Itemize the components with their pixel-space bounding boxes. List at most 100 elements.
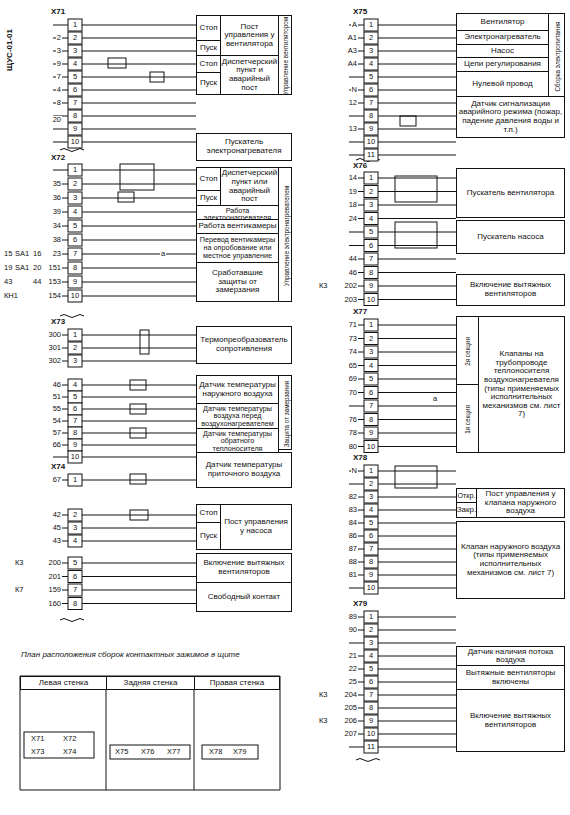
wire-number: 21 — [348, 652, 358, 660]
terminal-number: 3 — [368, 47, 374, 55]
terminal — [68, 262, 82, 274]
wire — [82, 603, 196, 604]
wire-number: 76 — [348, 416, 358, 424]
terminal-number: 6 — [72, 86, 78, 94]
terminal-number: 11 — [366, 151, 376, 159]
table-cell: Пост управления у насоса — [220, 504, 292, 550]
wire-number: 89 — [348, 613, 358, 621]
wire-number: 12 — [348, 99, 358, 107]
wire-number: 71 — [348, 321, 358, 329]
table-cell: Электронагреватель — [456, 30, 549, 45]
terminal-number: 10 — [70, 453, 80, 461]
terminal — [68, 71, 82, 83]
wire — [378, 286, 456, 287]
terminal-number: 5 — [72, 393, 78, 401]
wire-number: 201 — [47, 573, 62, 581]
table-cell: Пускатель насоса — [456, 220, 565, 254]
wire — [378, 643, 456, 644]
wire-number: N — [351, 86, 358, 94]
cell-text: Нулевой провод — [472, 80, 532, 89]
terminal — [68, 248, 82, 260]
cell-text: 1я секция — [457, 385, 479, 453]
vertical-table-cell: 2я секция — [456, 316, 479, 385]
wire-number: 44 — [32, 278, 42, 286]
wire-number: 39 — [52, 208, 62, 216]
wire-number: 55 — [52, 405, 62, 413]
wire — [378, 299, 456, 300]
terminal — [68, 598, 82, 610]
wire — [82, 296, 196, 297]
wire — [82, 409, 196, 410]
cell-text: Датчик температуры воздуха перед воздухо… — [198, 405, 277, 428]
terminal — [364, 702, 378, 714]
terminal — [364, 676, 378, 688]
table-cell: Включение вытяжных вентиляторов — [456, 689, 565, 752]
wire — [82, 226, 196, 227]
wire-number: А4 — [347, 60, 358, 68]
terminal-number: 4 — [368, 60, 374, 68]
terminal-number: 4 — [72, 208, 78, 216]
wire — [378, 406, 456, 407]
wire-number: 13 — [348, 125, 358, 133]
terminal — [68, 123, 82, 135]
terminal — [364, 387, 378, 399]
terminal — [364, 637, 378, 649]
wire-stub — [349, 406, 364, 407]
terminal — [364, 267, 378, 279]
wire — [378, 617, 456, 618]
wire-number: К3 — [14, 559, 25, 567]
terminal-number: 6 — [72, 405, 78, 413]
cell-text: Вентилятор — [481, 18, 525, 27]
terminal — [68, 32, 82, 44]
wire — [82, 240, 196, 241]
cell-text: Управление вентилятором — [279, 16, 292, 95]
cell-text: Клапан наружного воздуха (типы применяем… — [458, 543, 563, 578]
contact-symbol — [400, 116, 416, 126]
terminal — [364, 172, 378, 184]
wire — [378, 682, 456, 683]
terminal-number: 5 — [368, 73, 374, 81]
terminal-number: 3 — [368, 348, 374, 356]
wire-number: К7 — [14, 586, 25, 594]
terminal — [364, 400, 378, 412]
wire-number: 78 — [348, 429, 358, 437]
wire-number: X75 — [114, 748, 129, 756]
terminal — [364, 504, 378, 516]
terminal-number: 7 — [368, 691, 374, 699]
terminal-number: 9 — [368, 717, 374, 725]
wire — [378, 575, 456, 576]
wire — [82, 445, 196, 446]
terminal — [68, 439, 82, 451]
wire — [82, 142, 196, 143]
wire-number: 65 — [348, 362, 358, 370]
terminal-number: 7 — [72, 417, 78, 425]
wire-number: 45 — [52, 524, 62, 532]
wire-number: 203 — [343, 296, 358, 304]
wire-number: X74 — [62, 748, 77, 756]
wire-number: 57 — [52, 429, 62, 437]
wire-number: 88 — [348, 558, 358, 566]
wire-number: 159 — [47, 586, 62, 594]
sensor-contact — [130, 474, 146, 484]
table-cell: Датчик температуры обратного теплоносите… — [196, 428, 279, 454]
terminal — [364, 319, 378, 331]
terminal-number: 2 — [368, 335, 374, 343]
cell-text: Сборка электропитания — [549, 14, 565, 97]
terminal-number: 1 — [72, 21, 78, 29]
terminal — [364, 280, 378, 292]
terminal-number: 7 — [72, 586, 78, 594]
wire-number: 207 — [343, 730, 358, 738]
cell-text: Откр. — [457, 492, 475, 500]
wire-number: 54 — [52, 417, 62, 425]
wire-number: X76 — [140, 748, 155, 756]
terminal — [68, 415, 82, 427]
wire — [82, 563, 196, 564]
terminal-number: 1 — [368, 21, 374, 29]
terminal-block-name: X74 — [50, 463, 66, 471]
terminal — [68, 45, 82, 57]
wire-number: А3 — [347, 47, 358, 55]
wire-number: N — [351, 467, 358, 475]
table-cell: Включение вытяжных вентиляторов — [456, 274, 565, 306]
terminal-number: 8 — [368, 112, 374, 120]
wire — [82, 282, 196, 283]
